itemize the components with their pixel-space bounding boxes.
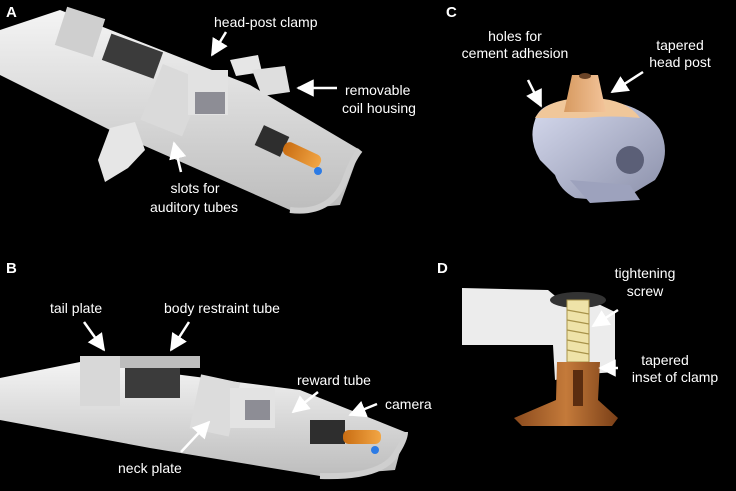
panel-a-device: [0, 6, 363, 214]
label-head-post-clamp: head-post clamp: [214, 14, 318, 30]
arrow-tightening-screw: [591, 308, 619, 328]
panel-label-b: B: [6, 260, 17, 277]
arrow-head-post-clamp: [210, 31, 228, 57]
label-cement-adhesion-line2: cement adhesion: [461, 45, 569, 61]
label-auditory-tubes-line2: auditory tubes: [150, 199, 238, 215]
panel-b-tail-plate: [80, 356, 120, 406]
panel-a-blue-lens: [314, 167, 322, 175]
panel-d-arrows: [591, 308, 619, 377]
panel-b-clamp-metal: [245, 400, 270, 420]
copper-head-post: [514, 362, 618, 426]
skull-cranium: [532, 99, 665, 200]
arrow-camera: [348, 400, 378, 418]
panel-b-camera: [310, 420, 345, 444]
panel-b-tube-rim: [319, 431, 408, 480]
panel-c-skull: [532, 73, 665, 203]
arrow-reward-tube: [291, 391, 319, 414]
arrow-neck-plate: [180, 420, 211, 453]
label-inset-of-clamp-line2: inset of clamp: [631, 369, 719, 385]
arrow-tail-plate: [82, 321, 106, 352]
tapered-head-post: [564, 75, 606, 112]
label-camera: camera: [385, 396, 432, 412]
panel-a-camera: [254, 125, 290, 157]
arrow-slots-auditory: [169, 141, 187, 173]
panel-b-blue-lens: [371, 446, 379, 454]
label-screw-line2: screw: [626, 283, 664, 299]
label-tapered-inset-line1: tapered: [641, 352, 689, 368]
panel-a-clamp-metal: [195, 92, 225, 114]
panel-label-a: A: [6, 4, 17, 21]
panel-b-orange-tube: [343, 430, 381, 444]
label-coil-housing-line2: coil housing: [342, 100, 416, 116]
panel-label-c: C: [446, 4, 457, 21]
label-removable-line1: removable: [345, 82, 411, 98]
panel-c-arrows: [526, 70, 644, 108]
panel-a-plate: [54, 6, 106, 58]
panel-b-window: [125, 368, 180, 398]
skull-eye-socket: [616, 146, 644, 174]
label-head-post-line2: head post: [649, 54, 711, 70]
label-tightening-line1: tightening: [614, 265, 676, 281]
arrow-holes-cement: [526, 79, 543, 108]
label-holes-line1: holes for: [488, 28, 542, 44]
head-post-hole: [579, 73, 591, 79]
screw-thread: [566, 309, 590, 355]
arrow-body-restraint: [169, 321, 191, 352]
label-body-restraint-tube: body restraint tube: [164, 300, 280, 316]
panel-b-device: [0, 356, 408, 480]
panel-d-cross-section: [462, 288, 618, 426]
panel-a-arrows: [169, 31, 337, 173]
panel-a-coil-piece-2: [252, 66, 290, 96]
label-neck-plate: neck plate: [118, 460, 182, 476]
post-screw-hole: [573, 370, 583, 406]
panel-a-detached-part: [98, 122, 145, 182]
skull-jaw: [570, 180, 640, 203]
panel-a-orange-tube: [282, 142, 322, 168]
label-tapered-line1: tapered: [656, 37, 704, 53]
panel-b-arrows: [82, 321, 378, 453]
label-slots-line1: slots for: [170, 180, 220, 196]
panel-a-tube-rim: [289, 148, 363, 214]
label-tail-plate: tail plate: [50, 300, 103, 316]
panel-label-d: D: [437, 260, 448, 277]
panel-a-window: [101, 33, 164, 79]
label-reward-tube: reward tube: [297, 372, 371, 388]
panel-b-restraint-top: [120, 356, 200, 368]
arrow-tapered-head-post: [610, 70, 644, 94]
